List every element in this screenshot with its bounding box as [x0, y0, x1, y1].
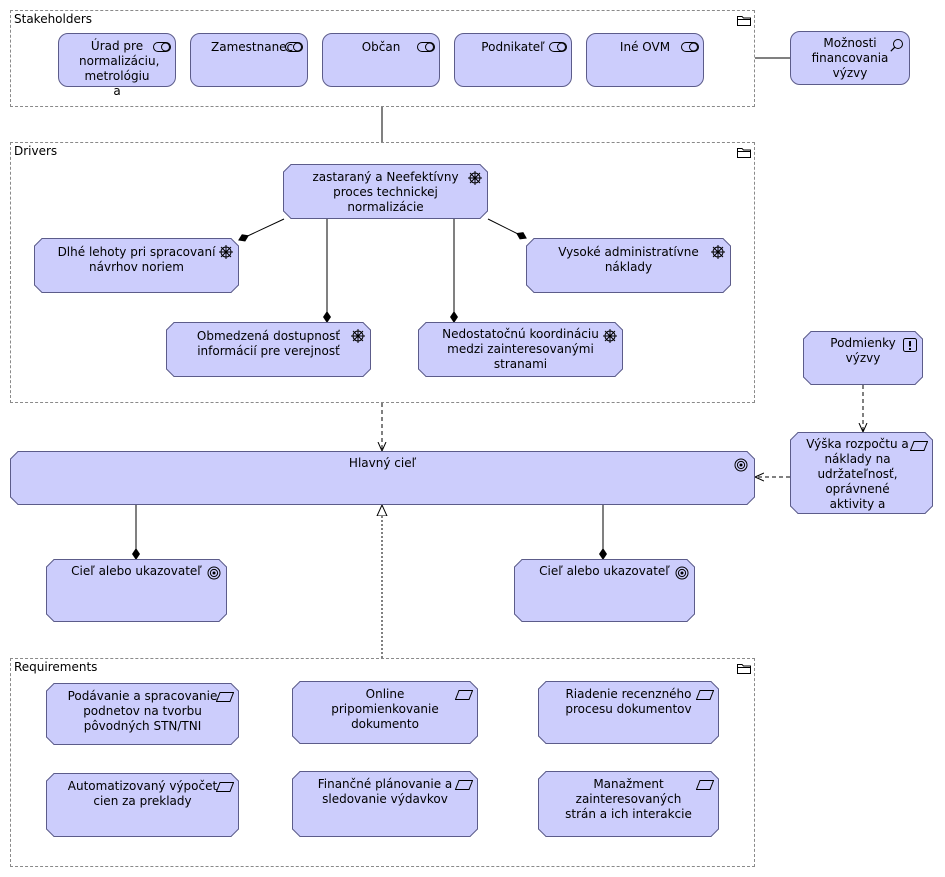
group-stakeholders-label: Stakeholders — [14, 12, 93, 26]
requirement-riadenie-label: Riadenie recenzného procesu dokumentov — [565, 687, 692, 716]
target-icon — [207, 566, 221, 580]
requirement-riadenie[interactable]: Riadenie recenzného procesu dokumentov — [538, 681, 719, 744]
driver-vysoke[interactable]: Vysoké administratívne náklady — [526, 238, 731, 293]
requirement-parallelogram-icon — [455, 780, 473, 790]
driver-dlhe-label: Dlhé lehoty pri spracovaní návrhov norie… — [57, 245, 216, 274]
requirement-online[interactable]: Online pripomienkovanie dokumento — [292, 681, 478, 744]
stakeholder-ine-ovm-label: Iné OVM — [619, 40, 671, 54]
requirement-vyska[interactable]: Výška rozpočtu a náklady na udržateľnosť… — [790, 432, 933, 514]
requirement-vyska-label: Výška rozpočtu a náklady na udržateľnosť… — [806, 437, 909, 526]
stakeholder-icon — [549, 42, 567, 52]
driver-wheel-icon — [468, 171, 482, 185]
folder-icon — [737, 664, 751, 674]
stakeholder-ine-ovm[interactable]: Iné OVM — [586, 33, 704, 87]
goal-ciel-right-label: Cieľ alebo ukazovateľ — [539, 564, 670, 578]
stakeholder-icon — [285, 42, 303, 52]
requirement-podavanie[interactable]: Podávanie a spracovanie podnetov na tvor… — [46, 683, 239, 745]
group-requirements-label: Requirements — [14, 660, 98, 674]
driver-nedostatocna[interactable]: Nedostatočnú koordináciu medzi zainteres… — [418, 322, 623, 377]
driver-obmedzena-label: Obmedzená dostupnosť informácií pre vere… — [196, 329, 341, 358]
target-icon — [734, 458, 748, 472]
stakeholder-icon — [681, 42, 699, 52]
requirement-parallelogram-icon — [696, 780, 714, 790]
requirement-automatizovany[interactable]: Automatizovaný výpočet cien za preklady — [46, 773, 239, 837]
requirement-automatizovany-label: Automatizovaný výpočet cien za preklady — [67, 779, 218, 808]
stakeholder-obcan[interactable]: Občan — [322, 33, 440, 87]
driver-wheel-icon — [219, 245, 233, 259]
requirement-parallelogram-icon — [910, 441, 928, 451]
goal-ciel-left[interactable]: Cieľ alebo ukazovateľ — [46, 559, 227, 622]
folder-icon — [737, 148, 751, 158]
requirement-parallelogram-icon — [216, 692, 234, 702]
stakeholder-urad-label: Úrad pre normalizáciu, metrológiu a — [79, 39, 160, 98]
constraint-podmienky-label: Podmienky výzvy — [830, 336, 896, 365]
driver-vysoke-label: Vysoké administratívne náklady — [558, 245, 699, 274]
requirement-parallelogram-icon — [455, 690, 473, 700]
requirement-financne-label: Finančné plánovanie a sledovanie výdavko… — [317, 777, 453, 806]
requirement-online-label: Online pripomienkovanie dokumento — [331, 687, 439, 731]
driver-main[interactable]: zastaraný a Neefektívny proces technicke… — [283, 164, 488, 219]
exclamation-icon — [903, 338, 917, 352]
magnifier-icon — [890, 39, 903, 52]
requirement-parallelogram-icon — [696, 690, 714, 700]
stakeholder-icon — [153, 42, 171, 52]
stakeholder-podnikatel[interactable]: Podnikateľ — [454, 33, 572, 87]
goal-hlavny-ciel-label: Hlavný cieľ — [348, 456, 417, 470]
group-requirements[interactable]: Requirements — [10, 658, 755, 867]
goal-hlavny-ciel[interactable]: Hlavný cieľ — [10, 451, 755, 505]
goal-ciel-right[interactable]: Cieľ alebo ukazovateľ — [514, 559, 695, 622]
driver-obmedzena[interactable]: Obmedzená dostupnosť informácií pre vere… — [166, 322, 371, 377]
target-icon — [675, 566, 689, 580]
goal-ciel-left-label: Cieľ alebo ukazovateľ — [71, 564, 202, 578]
stakeholder-zamestnanec[interactable]: Zamestnanec — [190, 33, 308, 87]
requirement-manazment[interactable]: Manažment zainteresovaných strán a ich i… — [538, 771, 719, 837]
assessment-moznosti[interactable]: Možnosti financovania výzvy — [790, 31, 910, 85]
stakeholder-urad[interactable]: Úrad pre normalizáciu, metrológiu a — [58, 33, 176, 98]
stakeholder-obcan-label: Občan — [361, 40, 401, 54]
folder-icon — [737, 16, 751, 26]
group-stakeholders[interactable]: Stakeholders — [10, 10, 755, 107]
stakeholder-podnikatel-label: Podnikateľ — [481, 40, 545, 54]
driver-wheel-icon — [711, 245, 725, 259]
group-drivers[interactable]: Drivers — [10, 142, 755, 403]
assessment-moznosti-label: Možnosti financovania výzvy — [811, 36, 889, 80]
requirement-manazment-label: Manažment zainteresovaných strán a ich i… — [565, 777, 692, 821]
driver-wheel-icon — [603, 329, 617, 343]
requirement-podavanie-label: Podávanie a spracovanie podnetov na tvor… — [67, 689, 218, 733]
driver-wheel-icon — [351, 329, 365, 343]
requirement-parallelogram-icon — [216, 782, 234, 792]
driver-dlhe[interactable]: Dlhé lehoty pri spracovaní návrhov norie… — [34, 238, 239, 293]
driver-main-label: zastaraný a Neefektívny proces technicke… — [312, 170, 459, 214]
stakeholder-icon — [417, 42, 435, 52]
requirement-financne[interactable]: Finančné plánovanie a sledovanie výdavko… — [292, 771, 478, 837]
group-drivers-label: Drivers — [14, 144, 58, 158]
stakeholder-zamestnanec-label: Zamestnanec — [211, 40, 294, 54]
driver-nedostatocna-label: Nedostatočnú koordináciu medzi zainteres… — [442, 327, 599, 371]
constraint-podmienky[interactable]: Podmienky výzvy — [803, 331, 923, 385]
